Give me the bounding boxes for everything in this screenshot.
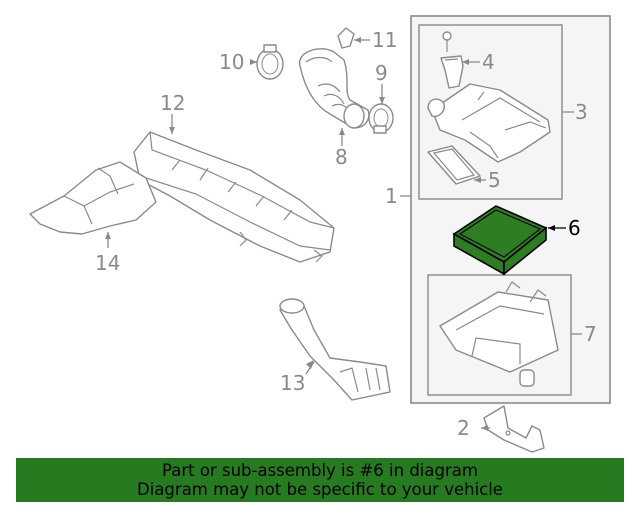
part-12-drawing (133, 131, 335, 263)
part-5-drawing (427, 145, 481, 185)
part-9-drawing (368, 103, 394, 134)
callout-13: 13 (280, 371, 305, 395)
part-notice-banner: Part or sub-assembly is #6 in diagram Di… (16, 458, 624, 502)
part-10-drawing (256, 44, 284, 80)
part-7-drawing (439, 281, 559, 387)
part-2-drawing (483, 405, 545, 453)
callout-3: 3 (575, 100, 588, 124)
part-11-drawing (337, 27, 355, 49)
callout-14: 14 (95, 251, 120, 275)
callout-10: 10 (219, 50, 244, 74)
callout-7: 7 (584, 322, 597, 346)
callout-1: 1 (385, 184, 398, 208)
callout-8: 8 (335, 145, 348, 169)
part-4-drawing (440, 31, 464, 89)
part-14-drawing (29, 161, 157, 235)
parts-diagram: 1 2 3 4 5 6 7 8 9 10 11 12 13 14 (29, 15, 611, 453)
banner-line-1: Part or sub-assembly is #6 in diagram (162, 461, 478, 480)
callout-6: 6 (568, 216, 581, 240)
callout-11: 11 (372, 28, 397, 52)
callout-5: 5 (488, 168, 501, 192)
part-8-drawing (299, 48, 370, 129)
callout-4: 4 (482, 50, 495, 74)
callout-2: 2 (457, 416, 470, 440)
banner-line-2: Diagram may not be specific to your vehi… (137, 480, 503, 499)
callout-12: 12 (160, 91, 185, 115)
part-13-drawing (279, 298, 391, 401)
part-6-air-filter (452, 205, 548, 276)
callout-9: 9 (375, 61, 388, 85)
part-3-drawing (427, 83, 551, 163)
